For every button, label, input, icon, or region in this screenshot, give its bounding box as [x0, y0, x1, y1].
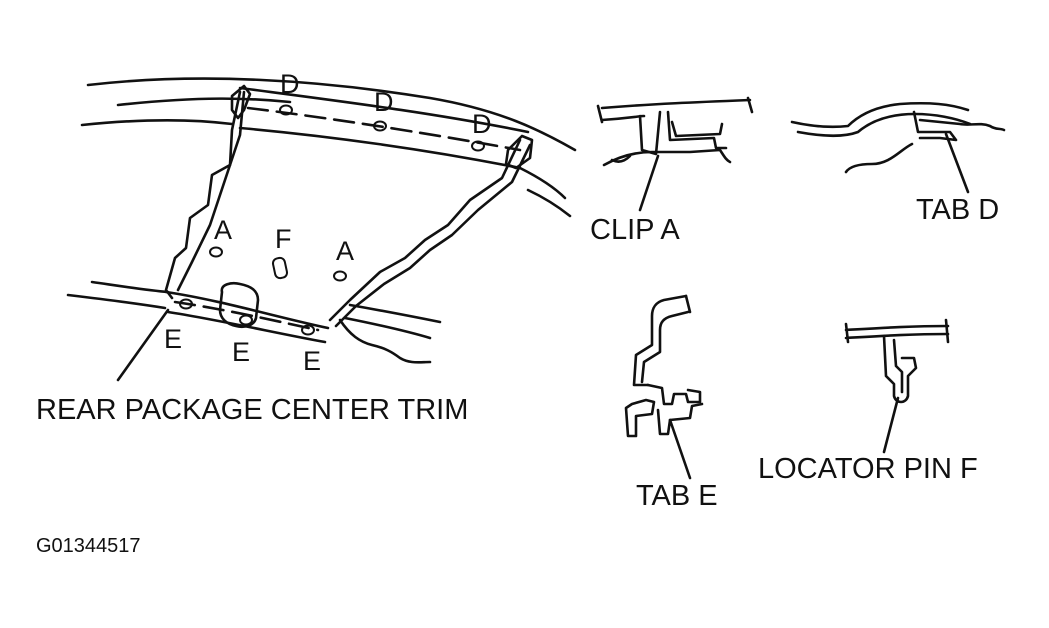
hole-d2: [373, 120, 387, 132]
caption-rear-package-center-trim: REAR PACKAGE CENTER TRIM: [36, 394, 469, 426]
tab-d-tab: [912, 110, 958, 142]
label-f: F: [275, 224, 292, 254]
label-d-1: D: [280, 69, 300, 99]
label-locator-pin-f: LOCATOR PIN F: [758, 453, 978, 485]
hole-d3: [471, 140, 485, 152]
lower-body-line-left-1: [66, 293, 167, 310]
clip-a-base-lower: [610, 154, 632, 163]
clip-a-base: [602, 148, 732, 167]
figure-code: G01344517: [36, 535, 141, 557]
trim-center-boss: [218, 281, 260, 329]
label-clip-a: CLIP A: [590, 214, 680, 246]
hole-a2: [333, 270, 347, 282]
tab-e-leader-line: [668, 418, 692, 480]
locator-pin-f-detail-illustration: [844, 318, 950, 454]
trim-top-lower-edge: [238, 126, 522, 170]
tab-e-panel-inner: [640, 310, 690, 384]
hole-d1: [279, 104, 293, 116]
tab-d-leader-line: [944, 132, 970, 194]
trim-left-inner-edge: [176, 90, 246, 292]
clip-a-head: [666, 110, 728, 150]
trim-right-edge: [328, 138, 522, 322]
lower-body-line-left-2: [90, 280, 170, 294]
clip-a-panel-lower: [600, 114, 646, 122]
trim-right-inner-edge: [334, 143, 532, 328]
roof-inner-curve: [116, 97, 292, 107]
clip-a-body: [638, 110, 662, 156]
clip-a-panel: [600, 98, 752, 110]
tab-d-lower-curve: [844, 142, 914, 174]
clip-a-right-bracket: [670, 120, 724, 138]
trim-left-top-tab: [230, 84, 252, 120]
pin-f-leader-line: [882, 396, 900, 454]
trim-bottom-edge: [164, 290, 330, 330]
pin-f-panel-lower: [844, 332, 950, 340]
label-tab-e: TAB E: [636, 480, 718, 512]
pin-f-panel-right-end: [944, 318, 950, 344]
tab-e-detail-illustration: [624, 294, 704, 480]
tab-d-lip: [918, 118, 1006, 132]
hole-a1: [209, 246, 223, 258]
lower-body-line-right-2: [343, 316, 432, 340]
tab-d-inner-curve: [796, 112, 972, 138]
hole-e3: [301, 324, 315, 336]
tab-e-clip-outline: [624, 398, 656, 438]
tab-e-tab-profile: [646, 383, 702, 406]
pin-f-stem-inner: [892, 338, 904, 394]
clip-a-leader-line: [638, 154, 660, 212]
label-a-1: A: [214, 215, 233, 245]
pin-f-stem: [882, 334, 918, 404]
trim-left-edge: [164, 90, 242, 300]
tab-e-panel-end: [684, 294, 692, 314]
roof-line-lower: [80, 119, 234, 127]
label-a-2: A: [336, 236, 355, 266]
hole-e2: [239, 314, 253, 326]
tab-d-detail-illustration: [790, 101, 1006, 194]
lower-body-wave: [338, 318, 432, 364]
trim-right-top-tab: [504, 134, 534, 170]
trim-bottom-inner-edge: [166, 310, 327, 344]
label-e-3: E: [303, 346, 322, 376]
body-rail-right-1: [518, 166, 567, 200]
label-d-3: D: [472, 109, 492, 139]
tab-e-bracket: [656, 402, 704, 436]
slot-f: [271, 256, 289, 280]
pin-f-panel-left-end: [844, 322, 850, 344]
hole-e1: [179, 298, 193, 310]
body-rail-right-2: [526, 188, 572, 218]
trim-top-edge: [238, 86, 530, 134]
label-e-2: E: [232, 337, 251, 367]
roof-outer-curve: [86, 77, 577, 152]
label-e-1: E: [164, 324, 183, 354]
clip-a-detail-illustration: [596, 96, 754, 212]
rear-package-trim-illustration: [66, 77, 577, 382]
lower-body-line-right-1: [348, 303, 442, 324]
pin-f-panel: [844, 324, 950, 332]
tab-e-panel-outer: [632, 294, 688, 387]
tab-d-outer-curve: [790, 101, 970, 129]
label-tab-d: TAB D: [916, 194, 1000, 226]
caption-leader-line: [116, 308, 170, 382]
label-d-2: D: [374, 87, 394, 117]
clip-a-panel-end: [746, 96, 754, 114]
